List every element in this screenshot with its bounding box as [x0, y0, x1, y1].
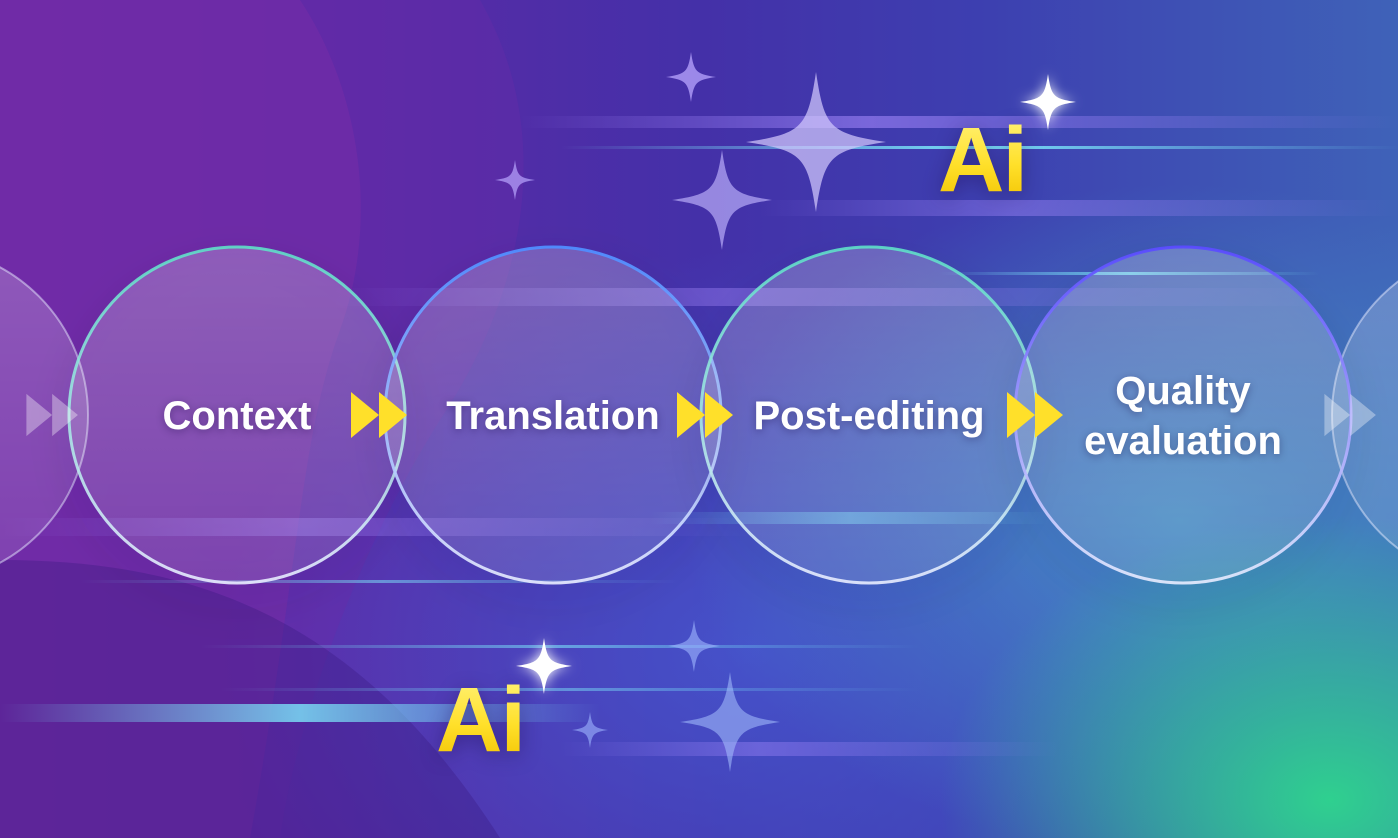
step-label-translation: Translation — [446, 394, 660, 438]
step-label-quality-evaluation: Quality evaluation — [1033, 366, 1333, 466]
step-label-line: evaluation — [1084, 419, 1282, 463]
step-label-line: Quality — [1115, 369, 1251, 413]
ai-badge-top: Ai — [938, 109, 1028, 211]
step-label-context: Context — [162, 394, 312, 438]
step-label-post-editing: Post-editing — [753, 394, 985, 438]
ai-badge-bottom: Ai — [436, 669, 526, 771]
